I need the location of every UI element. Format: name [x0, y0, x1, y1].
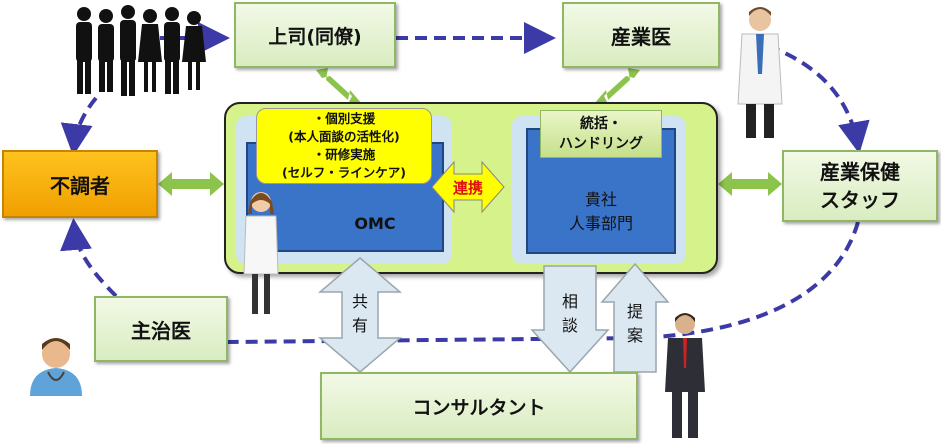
futyosha-box: 不調者 — [2, 150, 158, 218]
share-char-1: 共 — [351, 292, 368, 311]
hoken-staff-box: 産業保健 スタッフ — [782, 150, 938, 222]
primary-doctor-icon — [30, 338, 82, 396]
support-line-4: (セルフ・ラインケア) — [282, 165, 406, 180]
soudan-arrow — [530, 265, 610, 374]
consultant-label: コンサルタント — [412, 396, 546, 419]
sangyoi-label: 産業医 — [611, 24, 671, 49]
omc-support-box: ・個別支援 (本人面談の活性化) ・研修実施 (セルフ・ラインケア) — [256, 108, 432, 184]
shujii-label: 主治医 — [131, 318, 191, 343]
arrow-hr-hoken — [718, 172, 782, 196]
teian-label: 提 案 — [615, 300, 655, 348]
industrial-doctor-icon — [737, 7, 783, 138]
arrow-sangyoi-hr — [594, 68, 640, 104]
soudan-char-1: 相 — [561, 292, 578, 311]
soudan-char-2: 談 — [561, 316, 578, 335]
consultant-icon — [665, 313, 705, 438]
teian-char-2: 案 — [626, 326, 643, 345]
boss-box: 上司(同僚) — [234, 2, 396, 68]
dash-shujii-to-futyosha — [60, 218, 118, 298]
dash-people-to-futyosha — [60, 96, 98, 156]
shujii-box: 主治医 — [94, 296, 228, 362]
arrow-futyosha-omc — [158, 172, 224, 196]
arrow-boss-omc — [316, 68, 362, 104]
support-line-3: ・研修実施 — [312, 147, 376, 162]
hoken-line1: 産業保健 — [820, 160, 900, 184]
nurse-icon — [243, 192, 279, 314]
consultant-box: コンサルタント — [320, 372, 638, 440]
dash-hoken-to-shujii — [227, 221, 860, 344]
hr-tag-1: 統括・ — [580, 116, 622, 132]
omc-label: OMC — [354, 213, 396, 233]
teian-char-1: 提 — [626, 302, 643, 321]
hr-label-2: 人事部門 — [568, 214, 633, 233]
boss-label: 上司(同僚) — [268, 25, 362, 48]
hr-tag-box: 統括・ ハンドリング — [540, 110, 662, 158]
share-char-2: 有 — [351, 316, 368, 335]
hoken-line2: スタッフ — [820, 188, 900, 212]
hr-label-1: 貴社 — [584, 190, 617, 209]
sangyoi-box: 産業医 — [562, 2, 720, 68]
soudan-label: 相 談 — [550, 290, 590, 338]
support-line-2: (本人面談の活性化) — [288, 129, 400, 144]
renkei-arrow — [431, 160, 505, 214]
futyosha-label: 不調者 — [50, 173, 110, 198]
support-line-1: ・個別支援 — [312, 111, 376, 126]
renkei-label: 連携 — [452, 178, 483, 197]
renkei-label-box: 連携 — [448, 176, 488, 198]
hr-tag-2: ハンドリング — [559, 136, 643, 152]
business-people-icon — [76, 5, 206, 96]
share-label: 共 有 — [340, 290, 380, 338]
